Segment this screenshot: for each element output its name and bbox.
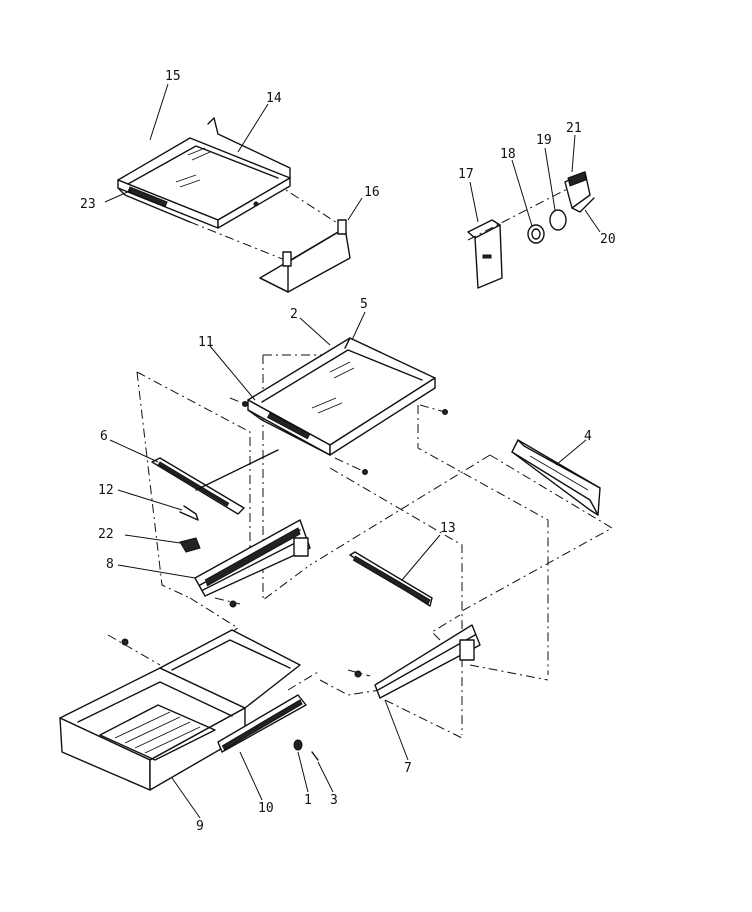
callout-14: 14 <box>266 91 282 106</box>
slide-bracket-8 <box>194 519 311 608</box>
callout-12: 12 <box>98 483 114 498</box>
middle-glass-shelf <box>242 337 448 475</box>
callout-11: 11 <box>198 335 214 350</box>
callouts: 15 14 23 16 17 18 19 21 20 2 5 11 4 6 12… <box>80 69 616 834</box>
callout-2: 2 <box>290 307 298 322</box>
callout-21: 21 <box>566 121 582 136</box>
callout-19: 19 <box>536 133 552 148</box>
callout-23: 23 <box>80 197 96 212</box>
callout-20: 20 <box>600 232 616 247</box>
callout-9: 9 <box>196 819 204 834</box>
callout-10: 10 <box>258 801 274 816</box>
clips <box>179 505 201 553</box>
callout-15: 15 <box>165 69 181 84</box>
side-rail-6 <box>151 449 279 515</box>
callout-6: 6 <box>100 429 108 444</box>
callout-18: 18 <box>500 147 516 162</box>
callout-3: 3 <box>330 793 338 808</box>
screws <box>293 739 319 761</box>
shelf-bracket <box>259 219 351 293</box>
front-trim <box>511 439 601 516</box>
crisper-drawer <box>59 629 307 791</box>
callout-22: 22 <box>98 527 114 542</box>
callout-1: 1 <box>304 793 312 808</box>
leader-lines <box>104 83 601 819</box>
hinge-assembly <box>467 171 595 289</box>
callout-13: 13 <box>440 521 456 536</box>
callout-17: 17 <box>458 167 474 182</box>
right-slide-rail-7 <box>354 624 481 699</box>
callout-5: 5 <box>360 297 368 312</box>
top-glass-shelf <box>117 117 291 229</box>
support-bar-13 <box>349 551 433 607</box>
callout-4: 4 <box>584 429 592 444</box>
callout-7: 7 <box>404 761 412 776</box>
callout-16: 16 <box>364 185 380 200</box>
callout-8: 8 <box>106 557 114 572</box>
